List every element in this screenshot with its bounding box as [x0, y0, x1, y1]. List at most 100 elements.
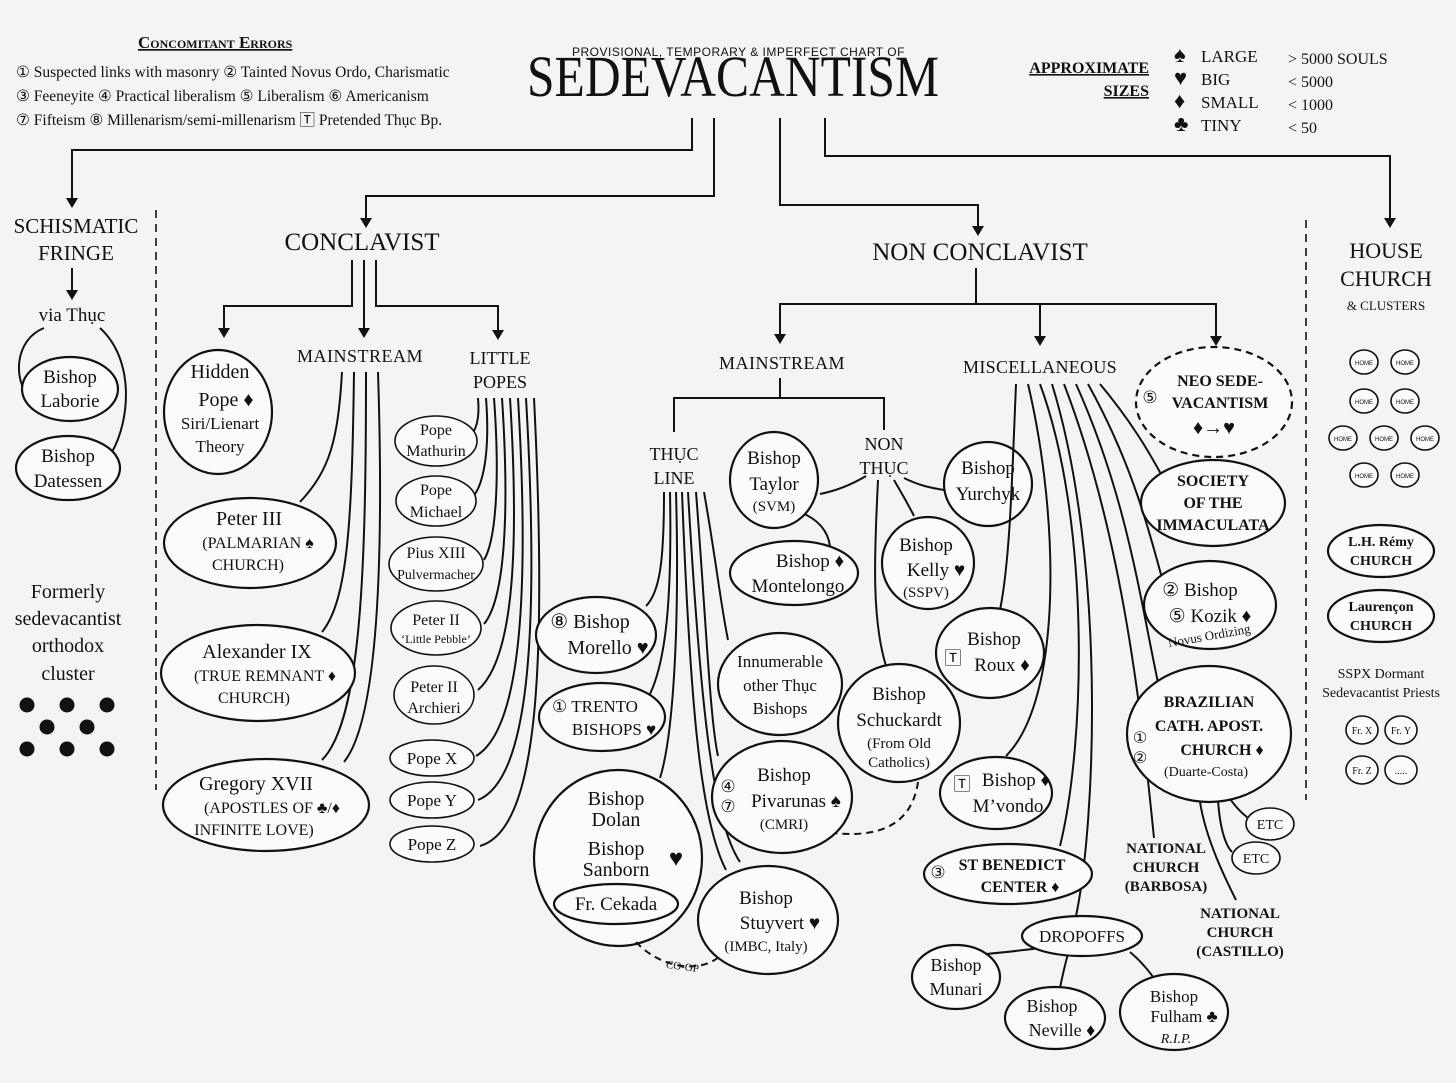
etc-1-label: ETC — [1257, 818, 1283, 833]
line-schuckardt-pivarunas — [825, 781, 919, 835]
barbosa-line-1: NATIONAL — [1126, 841, 1206, 857]
home-bubble — [1390, 388, 1420, 414]
peter3-line-3: CHURCH) — [212, 557, 284, 574]
yurchyk-line-2: Yurchyk — [956, 484, 1021, 505]
greg17-line-2: (APOSTLES OF ♣/♦ — [204, 800, 340, 817]
line-misc-barbosa — [1063, 383, 1155, 839]
stuyvert-line-2: Stuyvert ♥ — [740, 913, 820, 934]
immaculata-line-1: SOCIETY — [1177, 473, 1249, 490]
cluster-dot — [99, 697, 115, 713]
trento-line-1: ① TRENTO — [552, 697, 638, 716]
line-dropoffs-neville — [1059, 953, 1069, 989]
mvondo-line-1: Bishop ♦ — [982, 770, 1051, 791]
line-conclavist-stem — [223, 260, 353, 330]
coop-label: CO-OP — [665, 959, 699, 975]
errors-title: Concomitant Errors — [138, 33, 293, 52]
size-value-big: < 5000 — [1288, 74, 1333, 91]
size-value-tiny: < 50 — [1288, 120, 1317, 137]
conclavist-header: CONCLAVIST — [284, 229, 439, 256]
non-thuc-label-2: THỤC — [860, 458, 909, 478]
roux-line-1: Bishop — [967, 629, 1021, 650]
arrow-nonconclavist — [972, 226, 984, 236]
node-bishop-fulham — [1118, 972, 1230, 1052]
node-neo-sedevacantism — [1134, 345, 1294, 459]
conclavist-branch: CONCLAVIST Hidden Pope ♦ Siri/Lienart Th… — [159, 229, 541, 863]
alex9-line-3: CHURCH) — [218, 690, 290, 707]
node-peter-iii — [162, 496, 338, 590]
node-pius-xiii — [388, 536, 484, 592]
node-etc-2 — [1231, 841, 1281, 875]
fulham-line-2: Fulham ♣ — [1150, 1007, 1217, 1026]
node-bishop-pivarunas — [710, 739, 854, 855]
line-thuc-trento — [649, 491, 672, 695]
home-bubble — [1349, 388, 1379, 414]
innumerable-line-3: Bishops — [753, 699, 808, 718]
size-name-large: LARGE — [1201, 47, 1258, 66]
size-symbol-small: ♦ — [1174, 88, 1185, 113]
kelly-line-3: (SSPV) — [903, 585, 949, 601]
size-symbol-tiny: ♣ — [1174, 111, 1188, 136]
orthodox-cluster-dots — [19, 697, 115, 757]
line-nonthuc-yurchyk — [903, 477, 945, 491]
neo-line-2: VACANTISM — [1172, 395, 1269, 412]
line-misc-benedict — [1039, 383, 1080, 847]
node-bishop-kozik — [1142, 559, 1278, 651]
fulham-line-1: Bishop — [1150, 987, 1198, 1006]
node-bishop-taylor — [728, 430, 820, 530]
yurchyk-line-1: Bishop — [961, 458, 1015, 479]
node-bishop-mvondo — [938, 755, 1054, 831]
laborie-line-1: Bishop — [43, 367, 97, 388]
little-popes-label-2: POPES — [473, 372, 527, 392]
brazil-line-3: CHURCH ♦ — [1180, 742, 1263, 759]
laborie-line-2: Laborie — [40, 391, 99, 412]
stuyvert-line-1: Bishop — [739, 888, 793, 909]
castillo-line-3: (CASTILLO) — [1196, 944, 1284, 960]
sizes-legend: APPROXIMATE SIZES ♠ LARGE > 5000 SOULS ♥… — [1029, 42, 1387, 137]
peter3-line-1: Peter III — [216, 508, 282, 530]
innumerable-line-2: other Thục — [743, 676, 817, 695]
line-to-fringe — [71, 118, 693, 200]
cluster-dot — [59, 697, 75, 713]
home-bubble — [1328, 425, 1358, 451]
node-peter-ii-archieri — [393, 665, 475, 725]
line-taylor-nonthuc — [819, 475, 867, 495]
castillo-line-1: NATIONAL — [1200, 906, 1280, 922]
node-gregory-xvii — [161, 757, 371, 853]
errors-line-2: ③ Feeneyite ④ Practical liberalism ⑤ Lib… — [16, 88, 429, 105]
node-innumerable-thuc — [716, 631, 844, 737]
home-label: HOME — [1396, 400, 1414, 406]
size-value-small: < 1000 — [1288, 97, 1333, 114]
home-label: HOME — [1396, 474, 1414, 480]
node-bishop-munari — [910, 943, 1002, 1011]
morello-line-2: Morello ♥ — [567, 637, 648, 659]
node-laurencon-church — [1326, 588, 1436, 644]
line-thuc-pivarunas — [695, 491, 719, 757]
line-little-4 — [483, 397, 507, 625]
priest-fr-y-label: Fr. Y — [1391, 726, 1411, 737]
hidden-line-1: Hidden — [191, 361, 250, 383]
munari-line-2: Munari — [930, 979, 983, 999]
arrow-fringe-down — [66, 290, 78, 300]
line-mainstream-n-split — [673, 378, 885, 432]
hidden-line-2: Pope ♦ — [198, 389, 253, 411]
house-header-1: HOUSE — [1349, 238, 1422, 263]
pius13-line-2: Pulvermacher — [397, 568, 475, 583]
pope-x-label: Pope X — [407, 749, 458, 768]
arrow-mainstream-n — [774, 334, 786, 344]
mvondo-mark: 🅃 — [954, 775, 971, 794]
priest-fr-x-label: Fr. X — [1352, 726, 1373, 737]
node-etc-1 — [1245, 807, 1295, 841]
size-value-large: > 5000 SOULS — [1288, 51, 1388, 68]
immaculata-line-3: IMMACULATA — [1156, 517, 1270, 534]
home-label: HOME — [1355, 400, 1373, 406]
line-thuc-stuyvert-2 — [687, 491, 741, 863]
node-trento-bishops — [537, 681, 667, 753]
hidden-line-4: Theory — [195, 437, 245, 456]
line-little-5 — [477, 397, 515, 691]
line-thuc-dolan — [659, 491, 679, 779]
node-pope-michael — [395, 475, 477, 527]
node-alexander-ix — [159, 623, 357, 723]
fringe-header-2: FRINGE — [38, 241, 114, 265]
node-bishop-roux — [934, 606, 1046, 700]
priest-fr-z — [1345, 755, 1379, 785]
